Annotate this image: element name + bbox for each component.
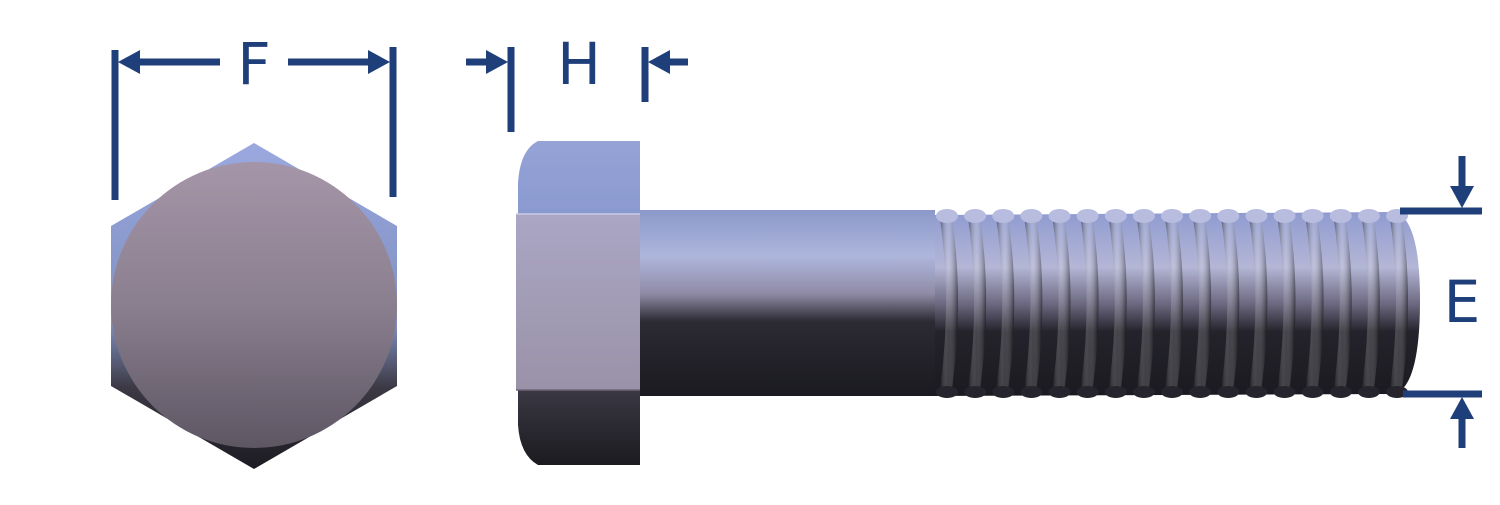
f-arrowhead-left xyxy=(118,50,140,74)
bolt-head-middle-flat xyxy=(516,214,640,390)
thread-ridge xyxy=(1051,212,1071,396)
dimension-h: H xyxy=(466,30,688,132)
f-label: F xyxy=(237,30,270,98)
dimension-e: E xyxy=(1400,156,1482,448)
thread-crest xyxy=(1329,209,1352,223)
thread-root xyxy=(964,386,987,398)
thread-crest xyxy=(1161,209,1183,223)
thread-ridge xyxy=(1276,212,1296,396)
thread-root xyxy=(1357,386,1380,398)
thread-root xyxy=(1048,386,1071,398)
thread-crest xyxy=(1189,209,1212,223)
thread-crest xyxy=(1076,209,1099,223)
thread-crest xyxy=(1245,209,1268,223)
thread-ridge xyxy=(1360,212,1380,396)
thread-ridge xyxy=(1107,212,1127,396)
bolt-side-view xyxy=(516,141,1420,465)
thread-root xyxy=(1161,386,1183,398)
thread-root xyxy=(1301,386,1324,398)
e-label: E xyxy=(1444,268,1481,336)
thread-ridge xyxy=(1220,212,1240,396)
thread-crest xyxy=(1104,209,1127,223)
thread-root xyxy=(1132,386,1155,398)
thread-crest xyxy=(964,209,987,223)
thread-root xyxy=(1189,386,1212,398)
thread-ridge xyxy=(1192,212,1212,396)
thread-root xyxy=(1076,386,1099,398)
e-arrowhead-bottom xyxy=(1450,397,1474,419)
thread-crest xyxy=(936,209,958,223)
h-label: H xyxy=(557,30,601,98)
thread-root xyxy=(992,386,1015,398)
thread-ridge xyxy=(939,212,958,396)
thread-root xyxy=(1245,386,1268,398)
thread-crest xyxy=(1273,209,1296,223)
thread-ridge xyxy=(1023,212,1043,396)
thread-ridge xyxy=(1248,212,1268,396)
bolt-shank xyxy=(640,210,935,396)
bolt-head-bottom-flat xyxy=(518,390,640,465)
thread-ridge xyxy=(1304,212,1324,396)
thread-crest xyxy=(992,209,1015,223)
thread-ridge xyxy=(1135,212,1155,396)
thread-root xyxy=(1217,386,1240,398)
thread-ridge xyxy=(1389,212,1408,396)
thread-crest xyxy=(1217,209,1240,223)
thread-root xyxy=(1273,386,1296,398)
thread-ridge xyxy=(1079,212,1099,396)
thread-crest xyxy=(1020,209,1043,223)
thread-ridge xyxy=(1332,212,1352,396)
thread-crest xyxy=(1301,209,1324,223)
bolt-head-top-flat xyxy=(518,141,640,214)
thread-root xyxy=(1386,386,1408,398)
thread-ridge xyxy=(967,212,987,396)
h-arrowhead-right xyxy=(648,50,670,74)
thread-crest xyxy=(1048,209,1071,223)
thread-ridges xyxy=(936,209,1408,398)
thread-root xyxy=(1020,386,1043,398)
hex-bearing-face xyxy=(111,162,397,448)
thread-crest xyxy=(1357,209,1380,223)
thread-ridge xyxy=(995,212,1015,396)
hex-head-end-view xyxy=(111,143,397,469)
h-arrowhead-left xyxy=(486,50,508,74)
thread-ridge xyxy=(1164,212,1183,396)
thread-crest xyxy=(1132,209,1155,223)
thread-root xyxy=(1104,386,1127,398)
thread-root xyxy=(936,386,958,398)
e-arrowhead-top xyxy=(1450,186,1474,208)
dimension-f: F xyxy=(111,30,397,200)
thread-root xyxy=(1329,386,1352,398)
f-arrowhead-right xyxy=(368,50,390,74)
